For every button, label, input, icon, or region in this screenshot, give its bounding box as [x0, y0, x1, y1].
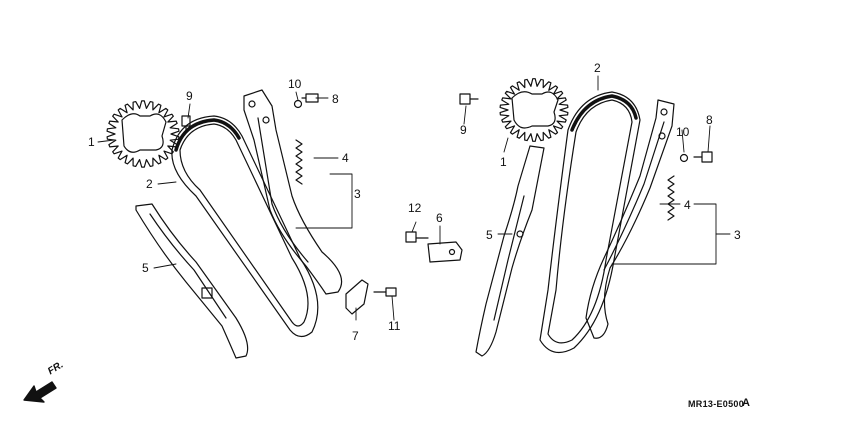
left-bolt-item-11: [373, 287, 397, 297]
callout-left-10: 10: [288, 77, 302, 91]
sprocket-teeth: [106, 100, 180, 168]
right-tensioner-spring: [667, 175, 675, 221]
callout-left-8: 8: [332, 92, 339, 106]
callout-right-8: 8: [706, 113, 713, 127]
sprocket-tooth-ring: [106, 100, 180, 168]
callout-left-4: 4: [342, 151, 349, 165]
right-chain-guide: [475, 145, 545, 357]
left-cam-chain: [171, 115, 319, 338]
bolt-item-12: [405, 231, 429, 243]
figure-code: MR13-E0500: [688, 399, 745, 409]
left-cam-sprocket: [106, 100, 180, 168]
revision-letter: A: [742, 397, 750, 409]
callout-right-1: 1: [500, 155, 507, 169]
left-chain-guide: [135, 203, 249, 359]
callout-left-7: 7: [352, 329, 359, 343]
callout-left-5: 5: [142, 261, 149, 275]
callout-right-5: 5: [486, 228, 493, 242]
bracket-item-6: [427, 241, 463, 263]
callout-left-3: 3: [354, 187, 361, 201]
left-bolt-item-9: [181, 115, 191, 133]
callout-center-6: 6: [436, 211, 443, 225]
callout-right-3: 3: [734, 228, 741, 242]
right-cam-chain: [539, 91, 641, 354]
callout-left-9: 9: [186, 89, 193, 103]
callout-right-10: 10: [676, 125, 690, 139]
left-washer-and-bolt: [293, 93, 319, 109]
callout-left-2: 2: [146, 177, 153, 191]
callout-left-11: 11: [388, 319, 401, 333]
left-tensioner-spring: [295, 139, 303, 185]
sprocket-hub: [511, 91, 559, 129]
right-bolt-item-9: [459, 93, 479, 105]
callout-center-12: 12: [408, 201, 422, 215]
sprocket-hub: [121, 113, 167, 153]
callout-right-9: 9: [460, 123, 467, 137]
sprocket-tooth-ring: [499, 78, 569, 142]
right-washer-and-bolt: [679, 151, 713, 163]
right-chain-tensioner: [585, 99, 675, 339]
front-direction-arrow: [23, 381, 57, 403]
left-chain-tensioner: [243, 89, 343, 295]
callout-right-4: 4: [684, 198, 691, 212]
callout-left-1: 1: [88, 135, 95, 149]
right-cam-sprocket: [499, 78, 569, 142]
left-guide-plate-item-7: [345, 279, 369, 315]
callout-right-2: 2: [594, 61, 601, 75]
sprocket-teeth: [499, 78, 569, 142]
leader-lines: [97, 75, 731, 321]
